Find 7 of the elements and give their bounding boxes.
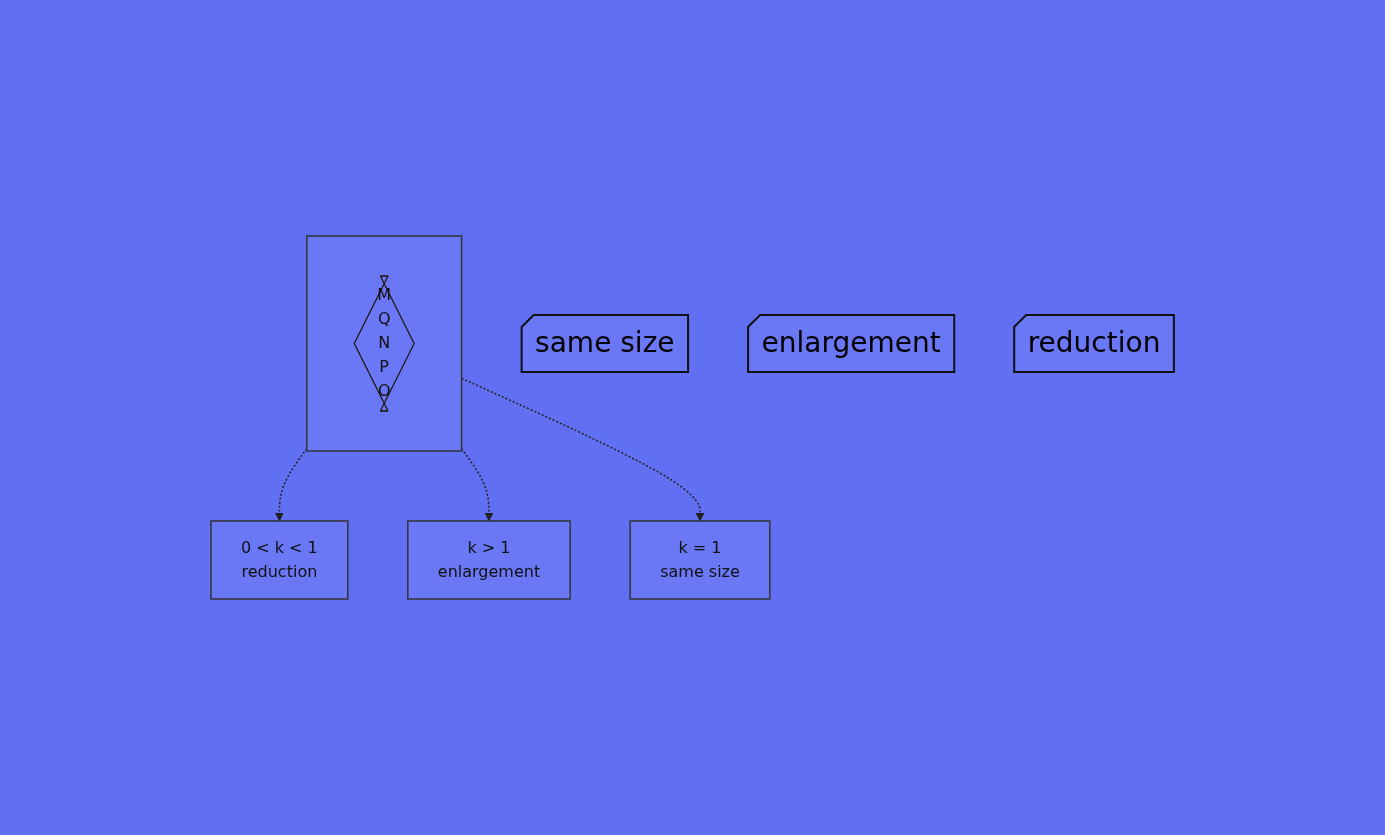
node-box: k = 1 same size [629, 520, 771, 600]
cluster [306, 235, 463, 452]
arrow [460, 377, 705, 522]
arrow [275, 448, 308, 522]
node-box: 0 < k < 1 reduction [210, 520, 349, 600]
node-box: k > 1 enlargement [407, 520, 571, 600]
arrow [460, 448, 494, 522]
